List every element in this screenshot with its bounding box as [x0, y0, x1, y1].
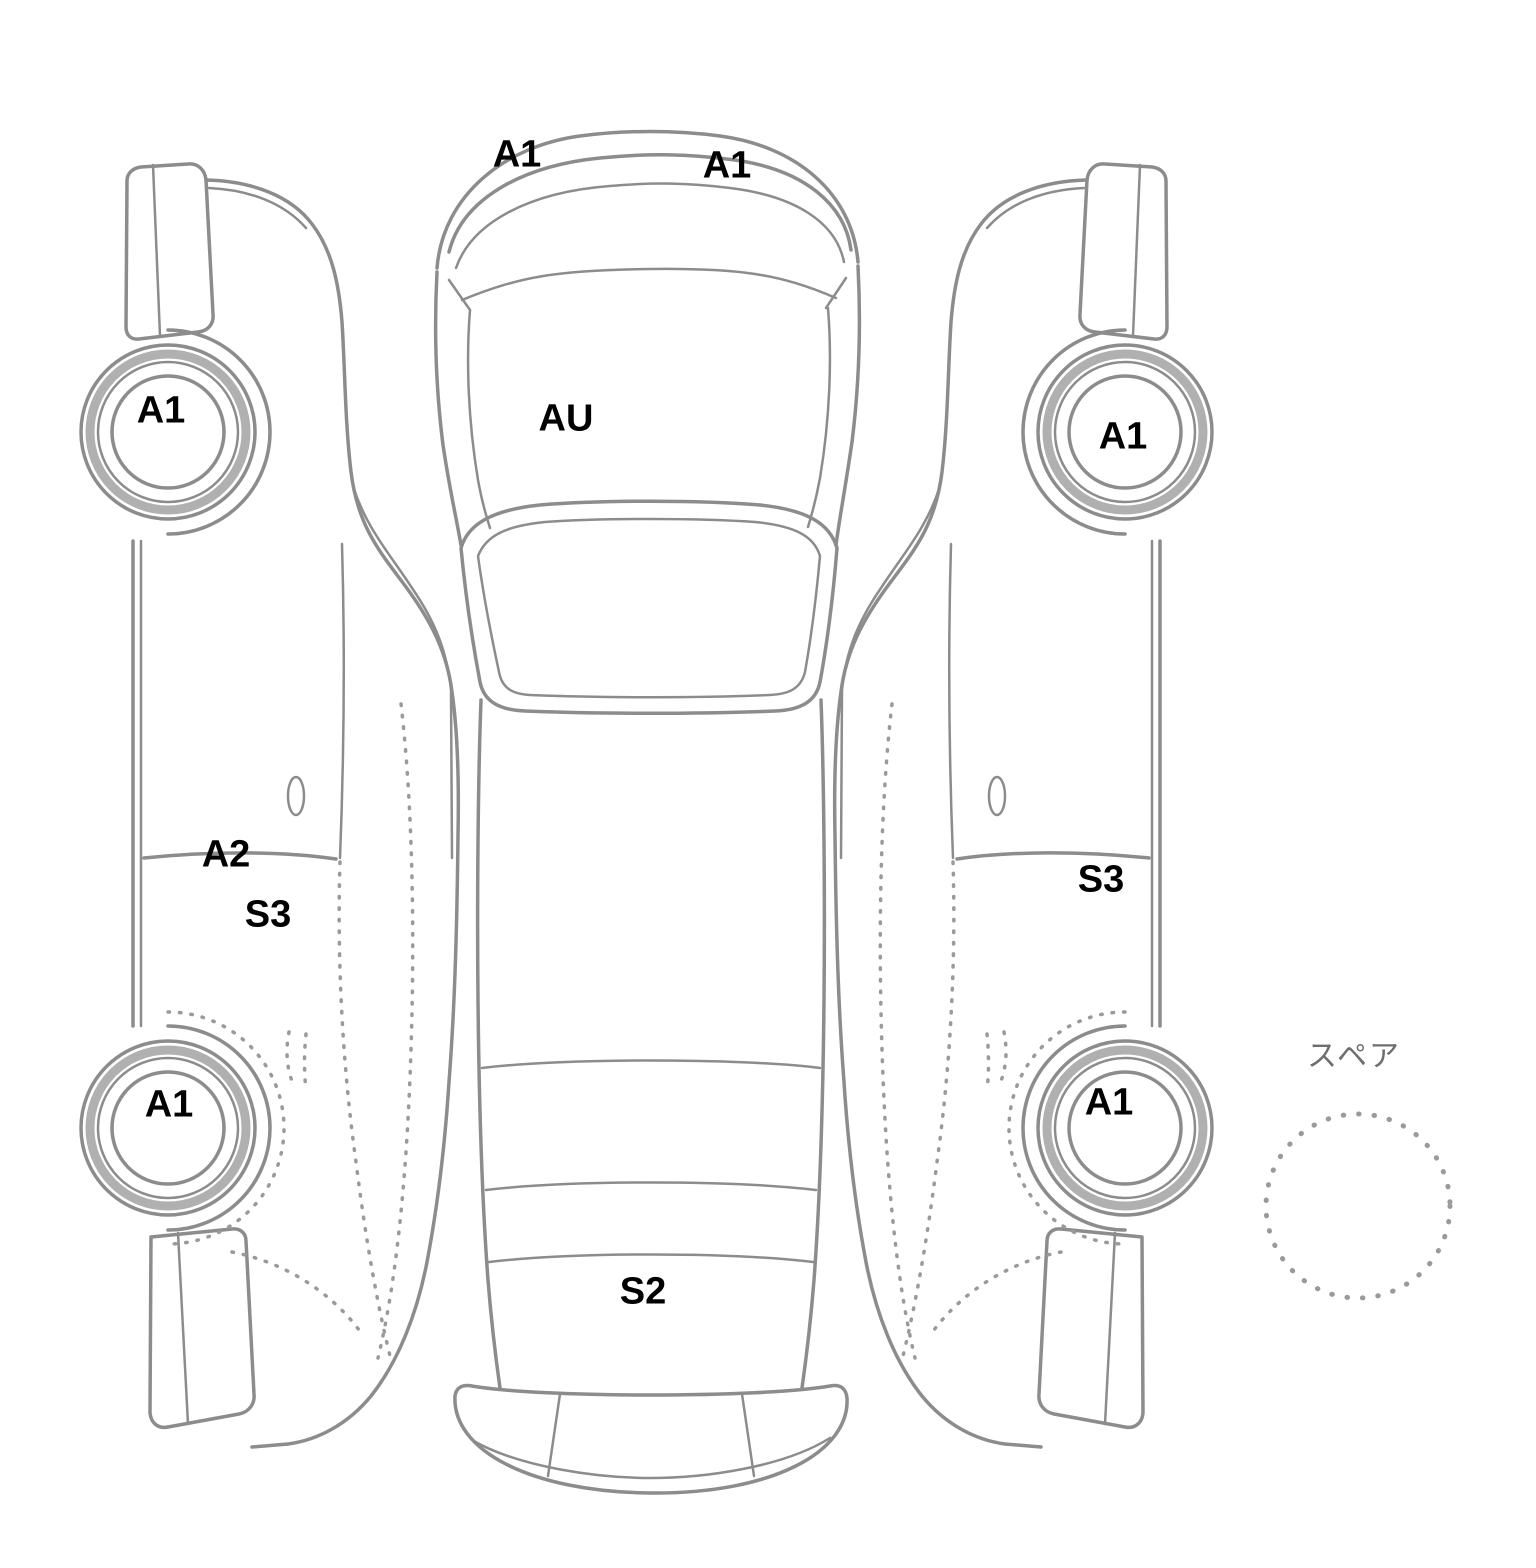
roof-side-right: [800, 698, 827, 1390]
rear-window-line: [484, 1181, 818, 1192]
label-right-rear-wheel: A1: [1084, 1081, 1134, 1124]
label-right-front-wheel: A1: [1098, 415, 1148, 458]
spare-tire-circle: [1263, 1111, 1453, 1301]
right-side-view: [835, 164, 1215, 1447]
body-side-right: [834, 264, 862, 547]
label-spare-tire: スペア: [1307, 1039, 1401, 1074]
label-front-bumper-right: A1: [702, 144, 752, 187]
left-side-view: [78, 164, 458, 1447]
top-view: [433, 129, 862, 1495]
label-left-rear-wheel: A1: [144, 1083, 194, 1126]
label-trunk: S2: [619, 1270, 667, 1313]
windshield: [459, 499, 839, 715]
label-left-door-lower: S3: [244, 893, 292, 936]
label-left-front-wheel: A1: [136, 389, 186, 432]
body-side-left: [433, 270, 463, 547]
label-front-bumper-left: A1: [492, 133, 542, 176]
rear-bumper: [453, 1383, 849, 1495]
label-right-door: S3: [1077, 858, 1125, 901]
roof-rear-line: [480, 1059, 822, 1070]
trunk-line: [487, 1253, 815, 1264]
label-hood: AU: [538, 397, 594, 440]
roof-side-left: [475, 698, 502, 1390]
label-left-door-upper: A2: [201, 833, 251, 876]
front-bumper: [435, 129, 860, 270]
